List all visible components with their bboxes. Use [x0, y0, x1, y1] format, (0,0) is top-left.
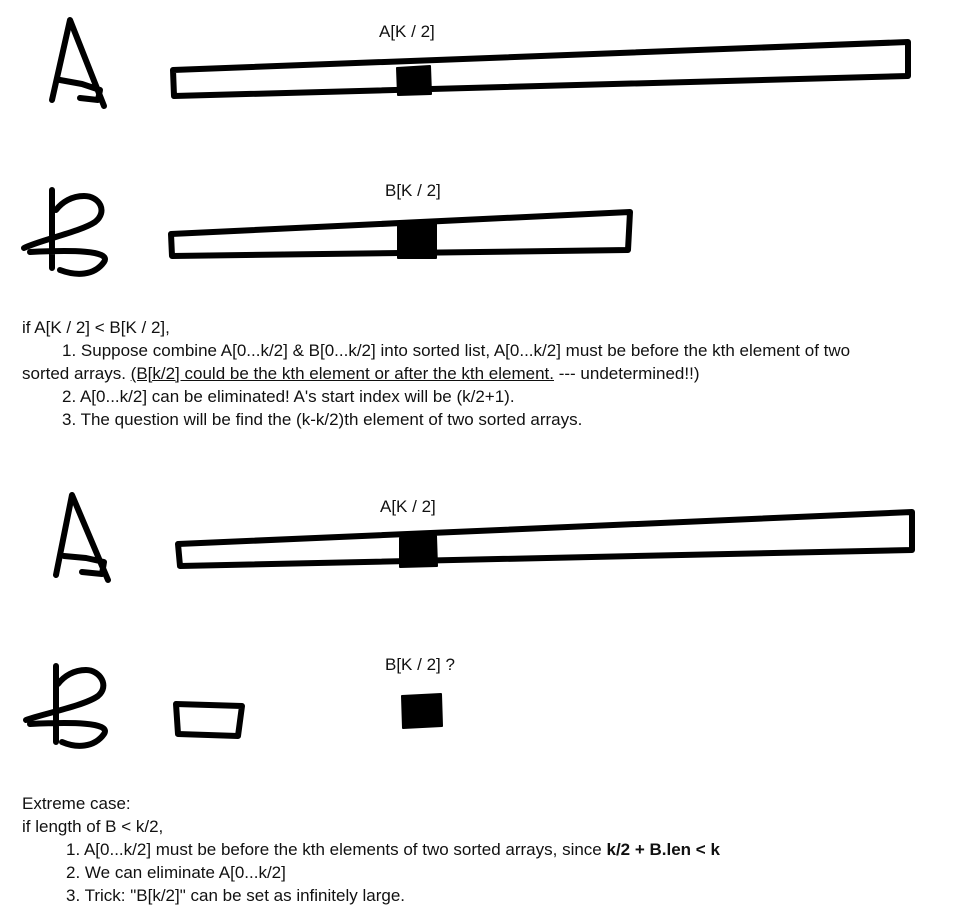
- cell-a-k2-bottom: [399, 535, 438, 568]
- item-1-underlined: (B[k/2] could be the kth element or afte…: [130, 364, 554, 383]
- cell-a-k2-top: [396, 65, 432, 96]
- array-a-top: [170, 39, 911, 99]
- condition-text-2: if length of B < k/2,: [22, 817, 164, 836]
- array-b-top: [168, 209, 633, 259]
- array-b-bottom-short: [173, 701, 245, 739]
- extreme-item-1: 1. A[0...k/2] must be before the kth ele…: [66, 838, 720, 861]
- label-b-k2-bottom: B[K / 2] ?: [385, 655, 455, 674]
- letter-b-top: [21, 187, 108, 277]
- condition-text-1: if A[K / 2] < B[K / 2],: [22, 318, 170, 337]
- letter-a-top: [49, 17, 107, 109]
- cell-b-k2-bottom: [401, 693, 443, 729]
- letter-b-bottom: [23, 663, 108, 749]
- extreme-item-1-bold: k/2 + B.len < k: [606, 840, 720, 859]
- label-b-k2-top: B[K / 2]: [385, 181, 441, 200]
- item-1-line-2: sorted arrays. (B[k/2] could be the kth …: [22, 362, 700, 385]
- item-1-line-1: 1. Suppose combine A[0...k/2] & B[0...k/…: [62, 341, 851, 360]
- extreme-item-3: 3. Trick: "B[k/2]" can be set as infinit…: [66, 886, 405, 905]
- label-a-k2-top: A[K / 2]: [379, 22, 435, 41]
- cell-b-k2-top: [397, 223, 437, 259]
- extreme-item-2: 2. We can eliminate A[0...k/2]: [66, 863, 286, 882]
- item-1-cont: sorted arrays.: [22, 364, 131, 383]
- item-2-text: 2. A[0...k/2] can be eliminated! A's sta…: [62, 387, 515, 406]
- extreme-item-1-text: 1. A[0...k/2] must be before the kth ele…: [66, 840, 607, 859]
- letter-a-bottom: [53, 492, 111, 583]
- label-a-k2-bottom: A[K / 2]: [380, 497, 436, 516]
- array-a-bottom: [175, 509, 915, 569]
- item-3-text: 3. The question will be find the (k-k/2)…: [62, 410, 583, 429]
- item-1-suffix: --- undetermined!!): [554, 364, 700, 383]
- extreme-case-heading: Extreme case:: [22, 794, 131, 813]
